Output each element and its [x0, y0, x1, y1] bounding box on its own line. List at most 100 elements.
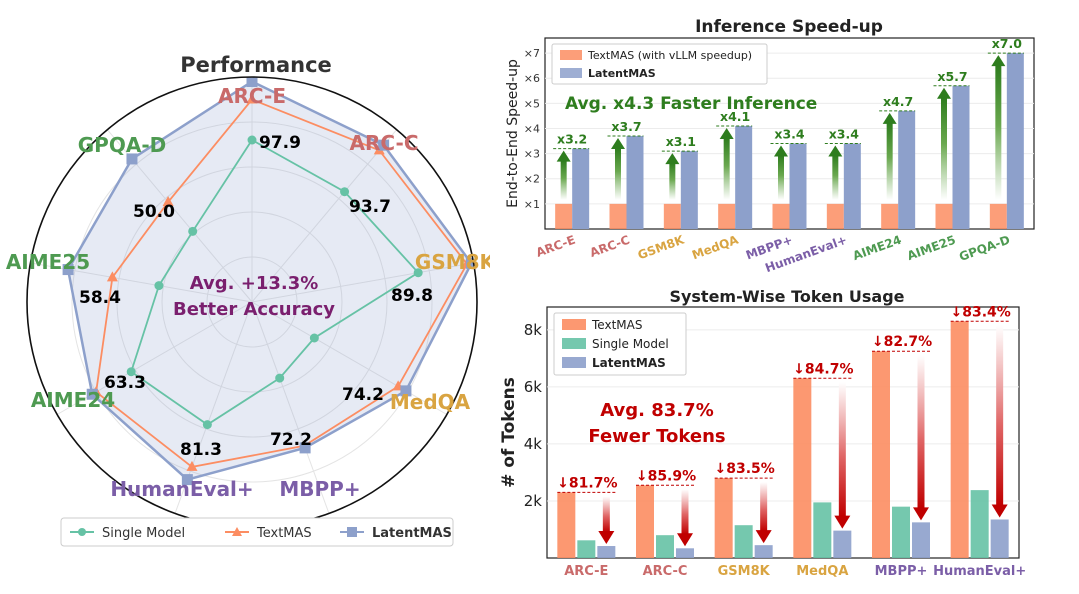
single-model-point	[309, 333, 319, 343]
latentmas-point	[246, 77, 258, 87]
radar-value-label: 74.2	[342, 385, 384, 405]
tokens-category-label: MBPP+	[875, 564, 928, 579]
textmas-speed-bar	[826, 203, 844, 229]
tokens-ytick-label: 6k	[524, 378, 543, 396]
latentmas-point	[299, 442, 311, 454]
radar-category-label: AIME25	[6, 250, 90, 274]
latentmas-point	[400, 385, 412, 397]
radar-value-label: 97.9	[259, 133, 301, 153]
speedup-value-label: x3.4	[829, 127, 860, 142]
reduction-value-label: ↓83.4%	[951, 304, 1011, 320]
speedup-value-label: x3.4	[774, 127, 805, 142]
single-model-token-bar	[892, 506, 910, 558]
speedup-legend-swatch	[560, 50, 582, 60]
reduction-arrow-shaft	[838, 382, 846, 517]
latentmas-token-bar	[833, 530, 852, 558]
radar-spoke	[251, 301, 448, 415]
legend-label: Single Model	[102, 526, 185, 541]
single-model-point	[340, 187, 350, 197]
latentmas-point	[126, 153, 138, 165]
tokens-legend-box	[553, 312, 687, 376]
radar-spoke	[251, 262, 474, 303]
radar-annotation-line2: Better Accuracy	[173, 299, 335, 320]
radar-value-label: 63.3	[104, 373, 146, 393]
reduction-arrow-shaft	[681, 489, 689, 535]
performance-radar-chart: PerformanceARC-EARC-CGSM8KMedQAMBPP+Huma…	[6, 53, 490, 547]
tokens-legend-swatch	[562, 338, 586, 349]
speedup-arrowhead	[991, 55, 1006, 67]
reduction-arrowhead	[991, 504, 1008, 518]
textmas-speed-bar	[772, 203, 790, 229]
single-model-token-bar	[970, 490, 989, 558]
reduction-value-label: ↓82.7%	[872, 334, 932, 350]
tokens-category-label: ARC-E	[564, 564, 608, 579]
tokens-category-label: ARC-C	[643, 564, 688, 579]
single-model-token-bar	[656, 535, 674, 558]
tokens-ytick-label: 8k	[524, 321, 543, 339]
reduction-value-label: ↓84.7%	[793, 361, 853, 377]
speedup-arrow-shaft	[886, 122, 893, 200]
radar-line-latentmas	[66, 80, 473, 481]
radar-value-label: 81.3	[180, 440, 222, 460]
speedup-arrow-shaft	[615, 148, 621, 200]
textmas-token-bar	[557, 492, 576, 558]
single-model-point	[202, 420, 212, 430]
latentmas-speed-bar	[1006, 53, 1024, 229]
radar-spoke	[251, 301, 330, 514]
legend-marker	[78, 528, 86, 536]
speedup-arrow-shaft	[560, 160, 567, 200]
speedup-arrowhead	[828, 145, 843, 157]
reduction-arrowhead	[677, 533, 693, 547]
speedup-value-label: x4.7	[883, 94, 913, 109]
reduction-arrowhead	[834, 515, 851, 529]
speedup-legend-label: TextMAS (with vLLM speedup)	[587, 49, 752, 62]
speedup-arrowhead	[665, 153, 680, 165]
latentmas-speed-bar	[735, 125, 753, 229]
reduction-arrowhead	[598, 531, 615, 545]
radar-value-label: 93.7	[349, 197, 391, 217]
speedup-legend-label: LatentMAS	[588, 67, 656, 80]
speedup-ytick-label: ×7	[524, 47, 540, 60]
reduction-arrow-shaft	[602, 496, 610, 533]
speedup-arrowhead	[774, 145, 788, 157]
textmas-token-bar	[636, 485, 654, 558]
speedup-value-label: x5.7	[937, 69, 967, 84]
speedup-value-label: x3.1	[666, 134, 696, 149]
tokens-legend-label: LatentMAS	[592, 356, 666, 370]
speedup-ytick-label: ×2	[524, 173, 540, 186]
speedup-category-label: MedQA	[690, 232, 741, 262]
speedup-annotation: Avg. x4.3 Faster Inference	[565, 94, 817, 114]
latentmas-point	[86, 388, 98, 400]
textmas-token-bar	[872, 351, 890, 558]
textmas-speed-bar	[663, 203, 681, 229]
radar-legend-box	[60, 517, 454, 547]
tokens-ytick-label: 2k	[524, 492, 543, 510]
latentmas-speed-bar	[789, 143, 807, 229]
legend-label: TextMAS	[256, 526, 312, 541]
speedup-legend-box	[551, 43, 768, 85]
speedup-arrowhead	[719, 127, 734, 139]
speedup-category-label: ARC-C	[588, 233, 632, 260]
textmas-speed-bar	[881, 203, 899, 229]
radar-category-label: HumanEval+	[110, 477, 253, 501]
latentmas-token-bar	[597, 546, 616, 558]
speedup-arrowhead	[937, 87, 951, 99]
tokens-title: System-Wise Token Usage	[669, 287, 904, 306]
speedup-ytick-label: ×4	[524, 122, 540, 135]
latentmas-speed-bar	[572, 148, 590, 229]
reduction-value-label: ↓81.7%	[557, 475, 617, 491]
textmas-speed-bar	[718, 203, 736, 229]
speedup-arrowhead	[556, 150, 571, 162]
tokens-category-label: GSM8K	[718, 564, 771, 579]
single-model-token-bar	[813, 502, 832, 558]
latentmas-area	[68, 81, 472, 480]
speedup-title: Inference Speed-up	[695, 17, 883, 37]
speedup-ytick-label: ×6	[524, 72, 540, 85]
radar-value-label: 89.8	[391, 286, 433, 306]
speedup-category-label: AIME25	[905, 233, 957, 263]
reduction-value-label: ↓83.5%	[715, 461, 775, 477]
speedup-value-label: x4.1	[720, 109, 750, 124]
tokens-legend-swatch	[562, 357, 586, 368]
single-model-point	[413, 268, 423, 278]
legend-marker	[232, 527, 242, 536]
